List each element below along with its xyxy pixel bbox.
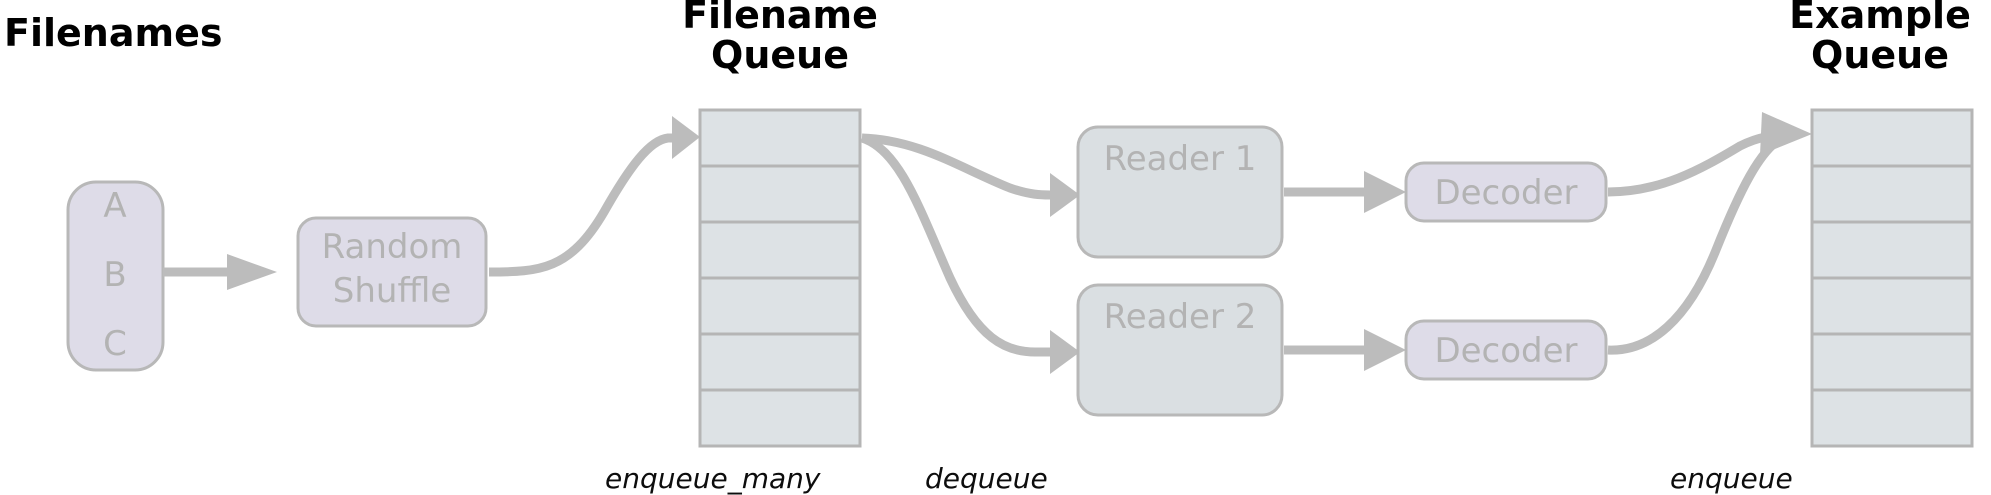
op-label-enqueue-many: enqueue_many bbox=[605, 462, 821, 495]
page-title-filename-queue-line2: Queue bbox=[711, 33, 849, 77]
arrowhead-icon bbox=[1050, 173, 1080, 217]
filename-queue-cell bbox=[698, 164, 862, 224]
random-shuffle-label-line2: Shuffle bbox=[333, 271, 451, 311]
edge-decoder2-to-example-queue bbox=[1607, 112, 1812, 355]
filename-queue-cell bbox=[698, 108, 862, 168]
reader-2-box bbox=[1076, 283, 1284, 417]
edge-reader1-to-decoder1 bbox=[1284, 171, 1406, 213]
filename-queue-cell bbox=[698, 220, 862, 280]
filename-queue[interactable] bbox=[698, 108, 862, 448]
filename-item-c: C bbox=[103, 324, 127, 364]
op-label-dequeue: dequeue bbox=[925, 462, 1048, 495]
edge-filename-queue-to-reader2 bbox=[860, 133, 1080, 374]
arrowhead-icon bbox=[1364, 329, 1406, 371]
page-title-filename-queue-line1: Filename bbox=[682, 0, 878, 37]
page-title-example-queue-line1: Example bbox=[1789, 0, 1971, 37]
filename-queue-cell bbox=[698, 388, 862, 448]
decoder-2-label: Decoder bbox=[1434, 331, 1577, 371]
edge-filenames-to-shuffle bbox=[163, 254, 277, 290]
arrowhead-icon bbox=[1760, 112, 1812, 155]
filename-item-b: B bbox=[103, 255, 126, 295]
edge-filename-queue-to-reader1 bbox=[861, 133, 1080, 217]
example-queue-cell bbox=[1810, 276, 1974, 336]
reader-2-label: Reader 2 bbox=[1104, 297, 1257, 337]
filename-queue-cell bbox=[698, 332, 862, 392]
page-title-filenames: Filenames bbox=[4, 11, 222, 55]
filename-queue-cell bbox=[698, 276, 862, 336]
example-queue-cell bbox=[1810, 332, 1974, 392]
decoder-1-label: Decoder bbox=[1434, 173, 1577, 213]
page-title-example-queue-line2: Queue bbox=[1811, 33, 1949, 77]
arrowhead-icon bbox=[1364, 171, 1406, 213]
arrowhead-icon bbox=[672, 116, 700, 159]
reader-1-label: Reader 1 bbox=[1104, 139, 1257, 179]
arrowhead-icon bbox=[1050, 330, 1080, 374]
decoder-2-node[interactable]: Decoder bbox=[1404, 319, 1608, 381]
edge-reader2-to-decoder2 bbox=[1284, 329, 1406, 371]
decoder-2-box bbox=[1404, 319, 1608, 381]
decoder-1-box bbox=[1404, 161, 1608, 223]
reader-1-box bbox=[1076, 125, 1284, 259]
reader-1-node[interactable]: Reader 1 bbox=[1076, 125, 1284, 259]
decoder-1-node[interactable]: Decoder bbox=[1404, 161, 1608, 223]
op-label-enqueue: enqueue bbox=[1670, 462, 1793, 495]
example-queue-cell bbox=[1810, 164, 1974, 224]
edge-shuffle-to-filename-queue bbox=[488, 116, 700, 277]
filenames-source-node[interactable]: A B C bbox=[66, 180, 165, 372]
random-shuffle-label-line1: Random bbox=[322, 227, 463, 267]
random-shuffle-node[interactable]: Random Shuffle bbox=[296, 216, 488, 328]
filename-item-a: A bbox=[103, 186, 126, 226]
reader-2-node[interactable]: Reader 2 bbox=[1076, 283, 1284, 417]
example-queue-cell bbox=[1810, 388, 1974, 448]
example-queue-cell bbox=[1810, 220, 1974, 280]
arrowhead-icon bbox=[227, 254, 277, 290]
example-queue[interactable] bbox=[1810, 108, 1974, 448]
example-queue-cell bbox=[1810, 108, 1974, 168]
random-shuffle-box bbox=[296, 216, 488, 328]
